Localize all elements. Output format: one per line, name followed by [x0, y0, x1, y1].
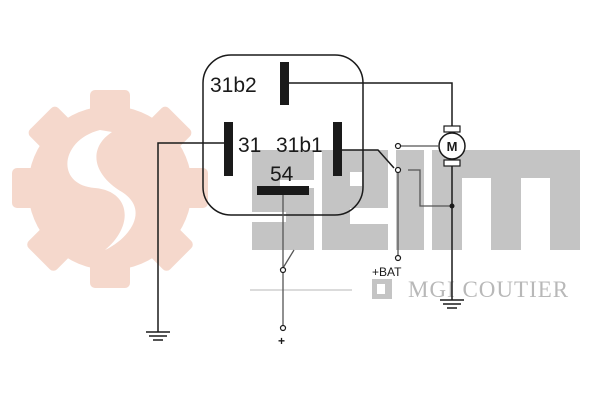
pin-31b2-bar — [280, 62, 289, 105]
switch-terminal-bottom — [394, 166, 402, 174]
wire-31b2-motor — [289, 82, 453, 133]
motor-icon: M — [438, 125, 466, 167]
switch-terminal-top — [394, 142, 402, 150]
bottom-switch-lever — [282, 249, 295, 269]
pin-31b1-bar — [333, 122, 342, 176]
bat-terminal — [394, 254, 402, 262]
pin-label-54: 54 — [270, 163, 294, 186]
plus-label: + — [278, 334, 285, 348]
junction-dot — [449, 203, 455, 209]
gear-logo — [12, 90, 208, 288]
brand-banner: MGI COUTIER — [250, 277, 569, 302]
pin-31-bar — [224, 122, 233, 176]
wire-contact-return — [408, 169, 452, 207]
brand-text: MGI COUTIER — [408, 277, 569, 302]
motor-label: M — [447, 139, 458, 154]
wire-31b1-switch — [342, 149, 395, 169]
ground-icon-right — [440, 299, 464, 309]
pin-54-bar — [257, 186, 309, 195]
pin-label-31b2: 31b2 — [210, 74, 257, 97]
pin-label-31b1: 31b1 — [276, 134, 323, 157]
ground-icon-left — [146, 331, 170, 341]
bat-label: +BAT — [372, 265, 402, 279]
pin-label-31: 31 — [238, 134, 261, 157]
plus-terminal — [279, 324, 287, 332]
switch-54-terminal — [279, 266, 287, 274]
wire-31-ground — [157, 142, 224, 332]
logo-letters — [252, 150, 580, 250]
